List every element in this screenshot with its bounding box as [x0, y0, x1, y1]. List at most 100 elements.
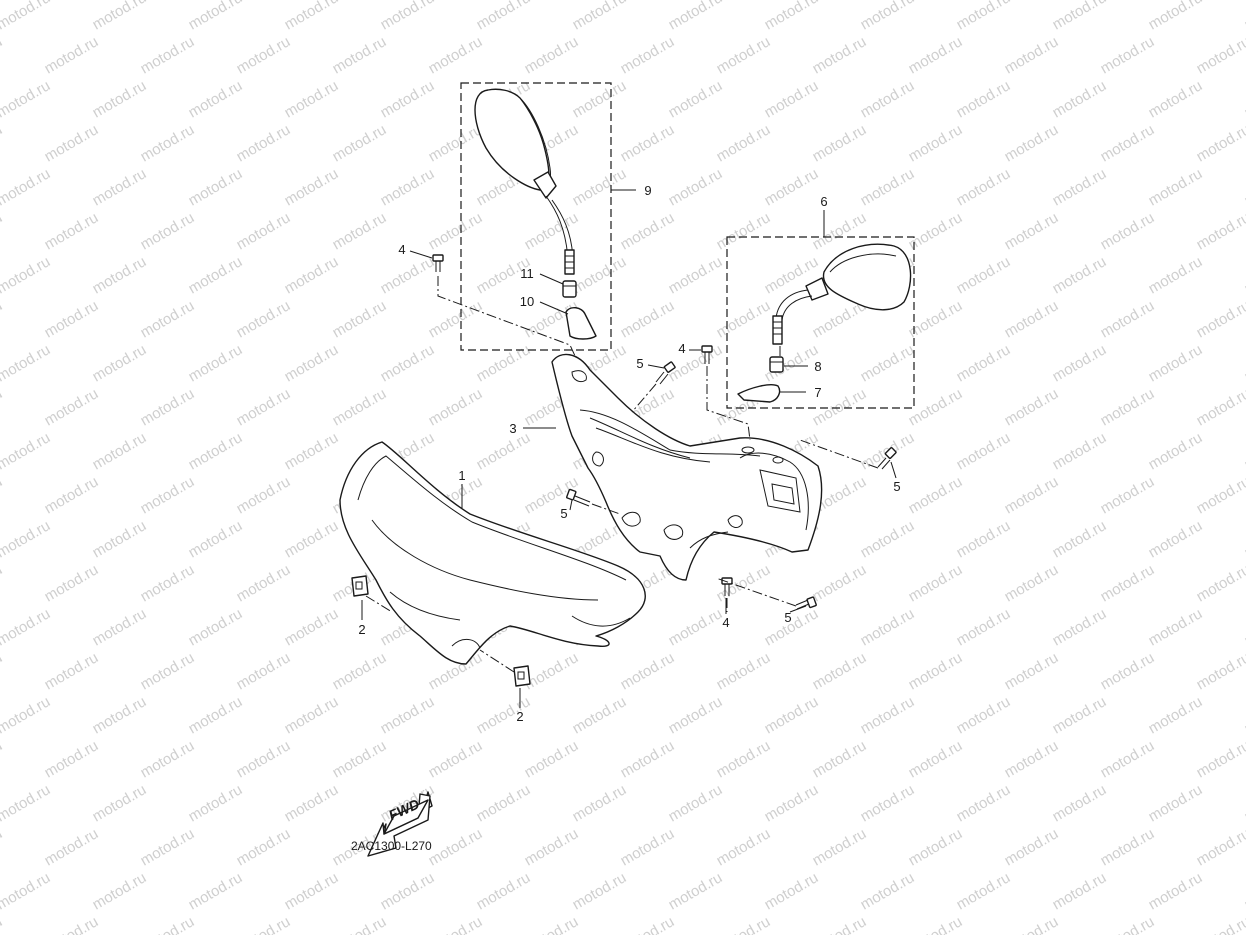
watermark-text: motod.ru — [42, 913, 102, 935]
centerline-screw5-right — [799, 439, 879, 469]
watermark-text: motod.ru — [282, 253, 342, 297]
watermark-text: motod.ru — [954, 869, 1014, 913]
leader-5d — [789, 605, 807, 613]
watermark-text: motod.ru — [906, 33, 966, 77]
watermark-text: motod.ru — [90, 693, 150, 737]
bolt-4-upper-right — [701, 345, 713, 364]
watermark-text: motod.ru — [234, 737, 294, 781]
watermark-text: motod.ru — [330, 913, 390, 935]
screw-5-right — [877, 447, 897, 470]
watermark-text: motod.ru — [186, 165, 246, 209]
watermark-text: motod.ru — [858, 869, 918, 913]
watermark-text: motod.ru — [618, 297, 678, 341]
leader-5c — [569, 499, 573, 511]
watermark-text: motod.ru — [0, 341, 53, 385]
callout-5-middle: 5 — [560, 506, 567, 521]
watermark-text: motod.ru — [570, 77, 630, 121]
watermark-text: motod.ru — [954, 781, 1014, 825]
watermark-text: motod.ru — [1050, 869, 1110, 913]
watermark-text: motod.ru — [1050, 0, 1110, 33]
centerline-clip-right — [479, 649, 515, 673]
watermark-text: motod.ru — [714, 209, 774, 253]
watermark-text: motod.ru — [1002, 561, 1062, 605]
centerline-screw5-upper — [631, 383, 657, 413]
watermark-text: motod.ru — [186, 517, 246, 561]
clip-nut-right — [513, 665, 531, 687]
watermark-text: motod.ru — [186, 0, 246, 33]
watermark-text: motod.ru — [714, 649, 774, 693]
callout-4-lower: 4 — [722, 615, 729, 630]
watermark-text: motod.ru — [234, 561, 294, 605]
watermark-text: motod.ru — [762, 0, 822, 33]
watermark-text: motod.ru — [954, 77, 1014, 121]
mirror-left — [474, 88, 575, 275]
leader-5b — [890, 461, 897, 479]
watermark-text: motod.ru — [138, 825, 198, 869]
watermark-text: motod.ru — [474, 693, 534, 737]
watermark-text: motod.ru — [282, 605, 342, 649]
watermark-text: motod.ru — [138, 737, 198, 781]
watermark-text: motod.ru — [1194, 913, 1246, 935]
watermark-text: motod.ru — [378, 869, 438, 913]
callout-4-upper-left: 4 — [398, 242, 405, 257]
watermark-text: motod.ru — [90, 77, 150, 121]
watermark-text: motod.ru — [714, 121, 774, 165]
watermark-text: motod.ru — [234, 297, 294, 341]
watermark-text: motod.ru — [234, 33, 294, 77]
watermark-text: motod.ru — [858, 517, 918, 561]
watermark-text: motod.ru — [858, 165, 918, 209]
watermark-text: motod.ru — [0, 693, 53, 737]
watermark-text: motod.ru — [954, 341, 1014, 385]
bolt-4-upper-left — [432, 254, 444, 272]
watermark-text: motod.ru — [810, 649, 870, 693]
watermark-text: motod.ru — [0, 517, 53, 561]
watermark-text: motod.ru — [858, 0, 918, 33]
watermark-text: motod.ru — [378, 77, 438, 121]
watermark-text: motod.ru — [42, 649, 102, 693]
watermark-text: motod.ru — [858, 781, 918, 825]
watermark-text: motod.ru — [234, 385, 294, 429]
watermark-text: motod.ru — [90, 253, 150, 297]
watermark-text: motod.ru — [234, 473, 294, 517]
watermark-text: motod.ru — [570, 0, 630, 33]
watermark-text: motod.ru — [0, 561, 5, 605]
watermark-text: motod.ru — [954, 429, 1014, 473]
handlebar-rear-cover — [551, 353, 823, 581]
screw-5-lower — [795, 596, 817, 610]
watermark-text: motod.ru — [0, 0, 53, 33]
watermark-text: motod.ru — [666, 341, 726, 385]
watermark-text: motod.ru — [42, 561, 102, 605]
watermark-text: motod.ru — [954, 165, 1014, 209]
watermark-text: motod.ru — [378, 341, 438, 385]
watermark-text: motod.ru — [522, 825, 582, 869]
watermark-text: motod.ru — [1050, 341, 1110, 385]
centerline-screw5-middle — [591, 503, 621, 515]
watermark-text: motod.ru — [42, 825, 102, 869]
watermark-text: motod.ru — [330, 121, 390, 165]
callout-5-right: 5 — [893, 479, 900, 494]
watermark-text: motod.ru — [570, 869, 630, 913]
leader-11 — [539, 273, 564, 285]
screw-5-upper — [655, 361, 676, 385]
watermark-text: motod.ru — [954, 0, 1014, 33]
mirror-right — [772, 243, 912, 345]
watermark-text: motod.ru — [138, 473, 198, 517]
watermark-text: motod.ru — [474, 0, 534, 33]
watermark-text: motod.ru — [330, 385, 390, 429]
watermark-text: motod.ru — [282, 341, 342, 385]
leader-10 — [539, 301, 569, 315]
watermark-text: motod.ru — [906, 121, 966, 165]
watermark-text: motod.ru — [1146, 77, 1206, 121]
watermark-text: motod.ru — [810, 561, 870, 605]
clip-nut-left — [351, 575, 369, 597]
watermark-text: motod.ru — [474, 869, 534, 913]
watermark-text: motod.ru — [762, 77, 822, 121]
watermark-text: motod.ru — [618, 825, 678, 869]
watermark-text: motod.ru — [762, 869, 822, 913]
watermark-text: motod.ru — [618, 913, 678, 935]
watermark-text: motod.ru — [1194, 209, 1246, 253]
watermark-text: motod.ru — [1146, 693, 1206, 737]
watermark-text: motod.ru — [810, 913, 870, 935]
watermark-text: motod.ru — [522, 737, 582, 781]
watermark-text: motod.ru — [282, 693, 342, 737]
